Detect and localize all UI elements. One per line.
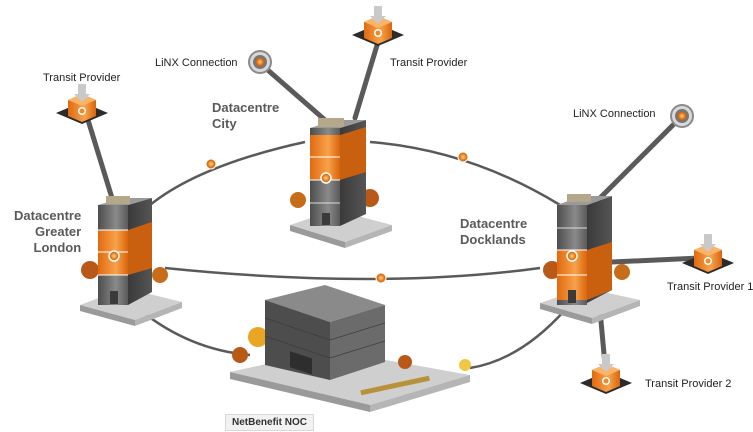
transit-provider-1-label: Transit Provider 1 bbox=[667, 281, 753, 293]
transit-provider-2-label: Transit Provider 2 bbox=[645, 378, 732, 390]
datacentre-docklands-line1: Datacentre bbox=[460, 216, 528, 231]
datacentre-greater-london-line3: London bbox=[33, 240, 82, 255]
link-linx-city bbox=[259, 62, 328, 123]
datacentre-greater-london-line2: Greater bbox=[34, 224, 82, 239]
ring-nodes bbox=[205, 151, 469, 284]
link-transit-1 bbox=[609, 255, 703, 265]
datacentre-city-line1: Datacentre bbox=[212, 100, 280, 115]
link-transit-left bbox=[85, 117, 115, 201]
datacentre-greater-london-building bbox=[80, 196, 182, 326]
link-london-city bbox=[149, 140, 306, 206]
transit-provider-icon-2 bbox=[580, 354, 632, 394]
datacentre-docklands-building bbox=[540, 194, 640, 324]
datacentre-city-line2: City bbox=[212, 116, 237, 131]
linx-icon-city bbox=[248, 50, 272, 74]
node-dot bbox=[375, 272, 387, 284]
transit-provider-icon-top bbox=[352, 6, 404, 46]
datacentre-greater-london-label: Datacentre Greater London bbox=[14, 208, 82, 256]
node-dot bbox=[205, 158, 217, 170]
transit-provider-icon-left bbox=[56, 84, 108, 124]
transit-provider-left-label: Transit Provider bbox=[43, 72, 121, 84]
netbenefit-noc-label: NetBenefit NOC bbox=[225, 414, 315, 431]
node-dot bbox=[457, 151, 469, 163]
linx-icon-docklands bbox=[670, 104, 694, 128]
transit-provider-top-label: Transit Provider bbox=[390, 57, 468, 69]
link-city-docklands bbox=[369, 140, 561, 207]
link-docklands-noc bbox=[469, 309, 566, 370]
netbenefit-noc-building bbox=[230, 285, 471, 412]
linx-connection-docklands-label: LiNX Connection bbox=[573, 108, 656, 120]
link-london-docklands bbox=[164, 266, 541, 281]
linx-connection-city-label: LiNX Connection bbox=[155, 57, 238, 69]
datacentre-city-label: Datacentre City bbox=[212, 100, 280, 132]
transit-provider-icon-1 bbox=[682, 234, 734, 274]
datacentre-greater-london-line1: Datacentre bbox=[14, 208, 82, 223]
datacentre-docklands-line2: Docklands bbox=[460, 232, 526, 247]
link-transit-top bbox=[352, 39, 381, 121]
link-linx-docklands bbox=[597, 115, 683, 201]
datacentre-docklands-label: Datacentre Docklands bbox=[460, 216, 528, 248]
datacentre-city-building bbox=[290, 118, 392, 248]
